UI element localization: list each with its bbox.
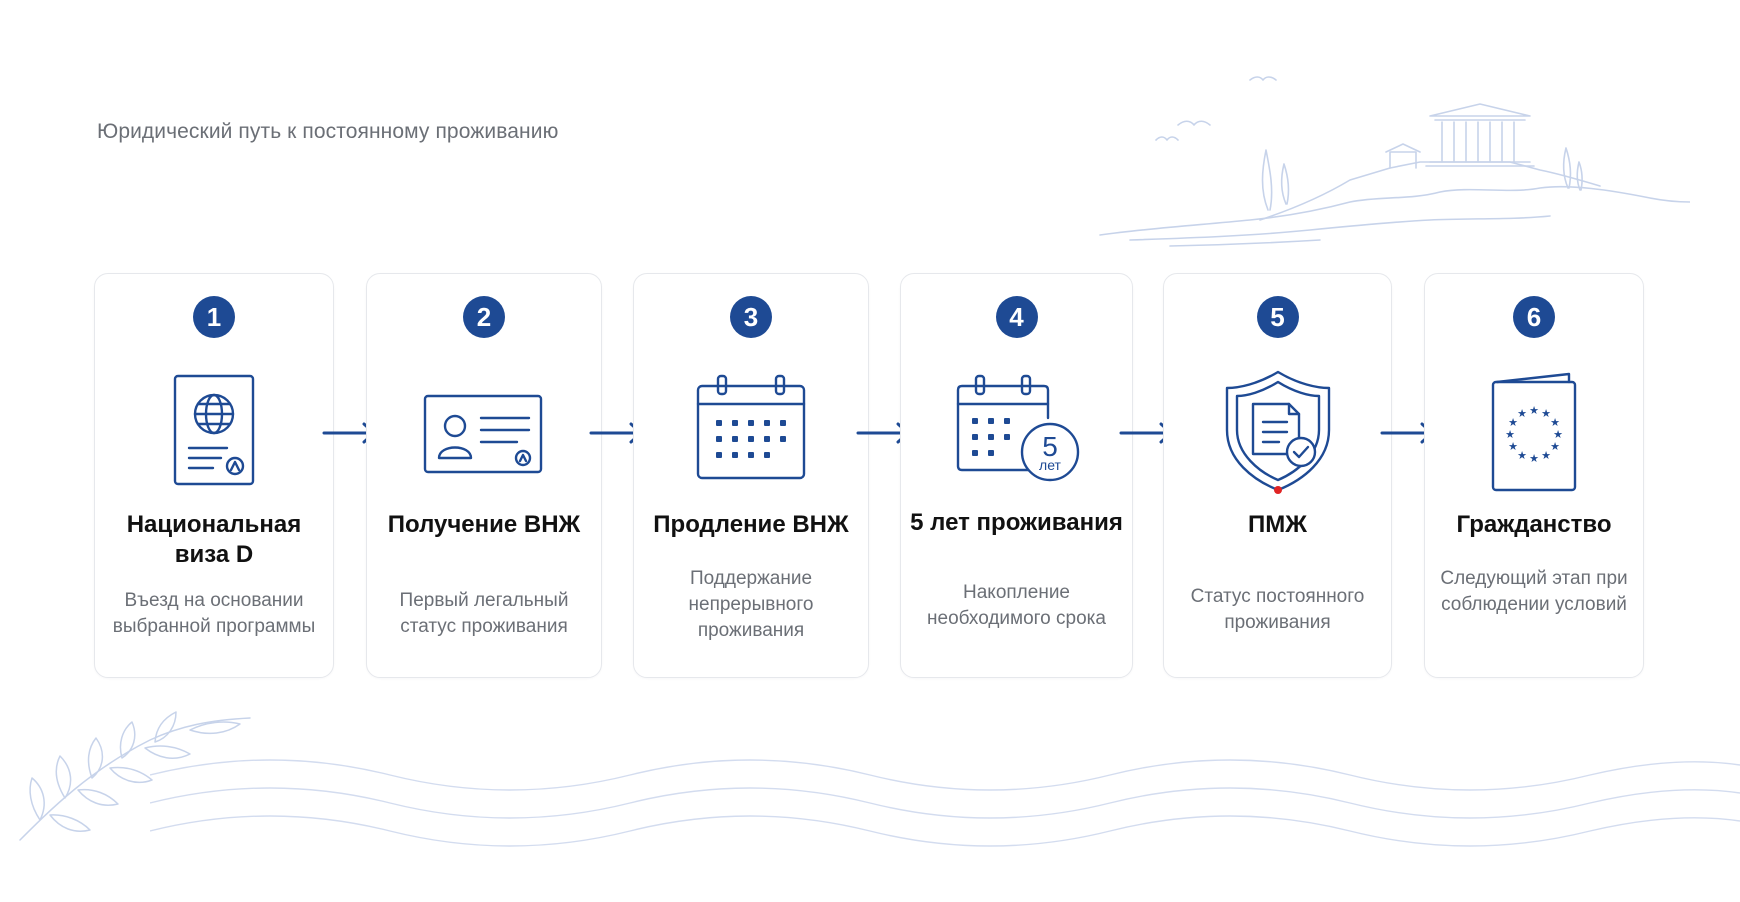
svg-text:★: ★ (1541, 407, 1551, 420)
step-title: Национальная виза D (126, 511, 302, 568)
step-description: Следующий этап при соблюдении условий (1440, 568, 1628, 615)
svg-text:★: ★ (1517, 449, 1527, 462)
svg-text:★: ★ (1529, 404, 1539, 417)
step-card-5: 5 ПМЖ Статус постоянного проживания (1163, 273, 1392, 678)
years-badge-unit: лет (1039, 457, 1061, 473)
step-number-badge: 1 (193, 296, 235, 338)
olive-branch-illustration (19, 711, 251, 841)
shield-document-icon (1213, 366, 1343, 496)
acropolis-illustration (1099, 76, 1690, 247)
svg-text:★: ★ (1553, 428, 1563, 441)
step-title: 5 лет проживания (910, 509, 1123, 536)
step-card-3: 3 Продление ВНЖ Поддержание непрерывного… (633, 273, 869, 678)
step-title: Получение ВНЖ (387, 511, 581, 538)
eu-passport-icon: ★ ★ ★ ★ ★ ★ ★ ★ ★ ★ ★ ★ (1469, 366, 1599, 496)
step-description: Первый легальный статус проживания (399, 590, 569, 637)
svg-text:★: ★ (1529, 452, 1539, 465)
passport-icon (149, 366, 279, 496)
svg-text:★: ★ (1517, 407, 1527, 420)
svg-text:★: ★ (1508, 440, 1518, 453)
step-card-2: 2 Получение ВНЖ Первый легальный статус … (366, 273, 602, 678)
id-card-icon (419, 366, 549, 496)
svg-text:★: ★ (1508, 416, 1518, 429)
step-description: Въезд на основании выбранной программы (112, 590, 316, 637)
wave-lines-illustration (150, 759, 1740, 847)
calendar-5-years-icon: 5 лет (952, 366, 1082, 496)
step-number-badge: 3 (730, 296, 772, 338)
step-title: Продление ВНЖ (653, 511, 849, 538)
step-title: Гражданство (1456, 511, 1612, 538)
status-dot (1273, 486, 1282, 494)
calendar-icon (686, 366, 816, 496)
step-description: Накопление необходимого срока (927, 582, 1106, 629)
step-number-badge: 4 (995, 296, 1038, 338)
step-card-1: 1 Национальная виза D Въезд на основании… (94, 273, 334, 678)
svg-text:★: ★ (1541, 449, 1551, 462)
step-number-badge: 5 (1256, 296, 1299, 338)
years-badge-number: 5 (1042, 431, 1058, 462)
step-card-6: 6 ★ ★ ★ ★ ★ ★ ★ ★ ★ ★ ★ ★ Гражданство (1424, 273, 1644, 678)
step-description: Поддержание непрерывного проживания (688, 568, 814, 641)
svg-text:★: ★ (1550, 416, 1560, 429)
step-number-badge: 2 (463, 296, 505, 338)
step-card-4: 4 5 лет 5 лет проживания Накопление необ… (900, 273, 1133, 678)
step-description: Статус постоянного проживания (1190, 586, 1365, 633)
svg-text:★: ★ (1550, 440, 1560, 453)
step-title: ПМЖ (1248, 511, 1307, 538)
step-number-badge: 6 (1513, 296, 1555, 338)
svg-text:★: ★ (1505, 428, 1515, 441)
page-title: Юридический путь к постоянному проживани… (97, 120, 559, 143)
